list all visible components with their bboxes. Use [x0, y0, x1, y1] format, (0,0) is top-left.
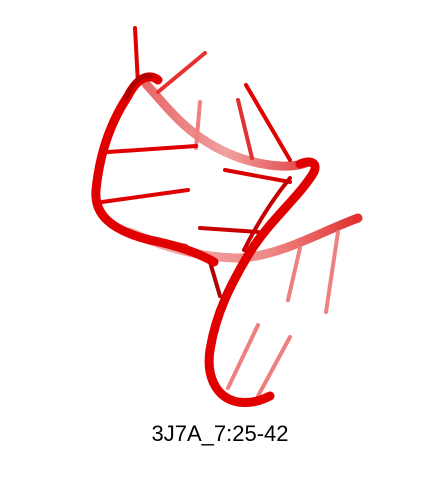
base-stick	[100, 188, 190, 204]
base-stick	[256, 335, 292, 398]
structure-caption: 3J7A_7:25-42	[151, 421, 289, 446]
base-stick	[106, 144, 198, 154]
rna-cartoon-structure	[91, 26, 363, 407]
backbone-upper-back	[141, 79, 313, 171]
backbone-cross-shadow	[242, 176, 292, 252]
backbone-cross	[204, 157, 320, 407]
base-stick	[194, 100, 202, 150]
base-stick	[226, 323, 260, 390]
base-stick	[244, 83, 292, 162]
backbone-main	[91, 72, 219, 267]
base-stick	[236, 98, 254, 160]
base-stick	[286, 246, 302, 302]
backbone-main-highlight	[123, 73, 153, 101]
base-stick	[324, 230, 340, 314]
backbone-front-strand	[91, 72, 320, 407]
base-stick	[208, 260, 222, 298]
base-stick	[156, 51, 207, 94]
base-stick	[223, 168, 292, 184]
base-stick	[133, 26, 140, 86]
base-stick	[198, 226, 260, 234]
strand-end-cap	[353, 215, 361, 223]
